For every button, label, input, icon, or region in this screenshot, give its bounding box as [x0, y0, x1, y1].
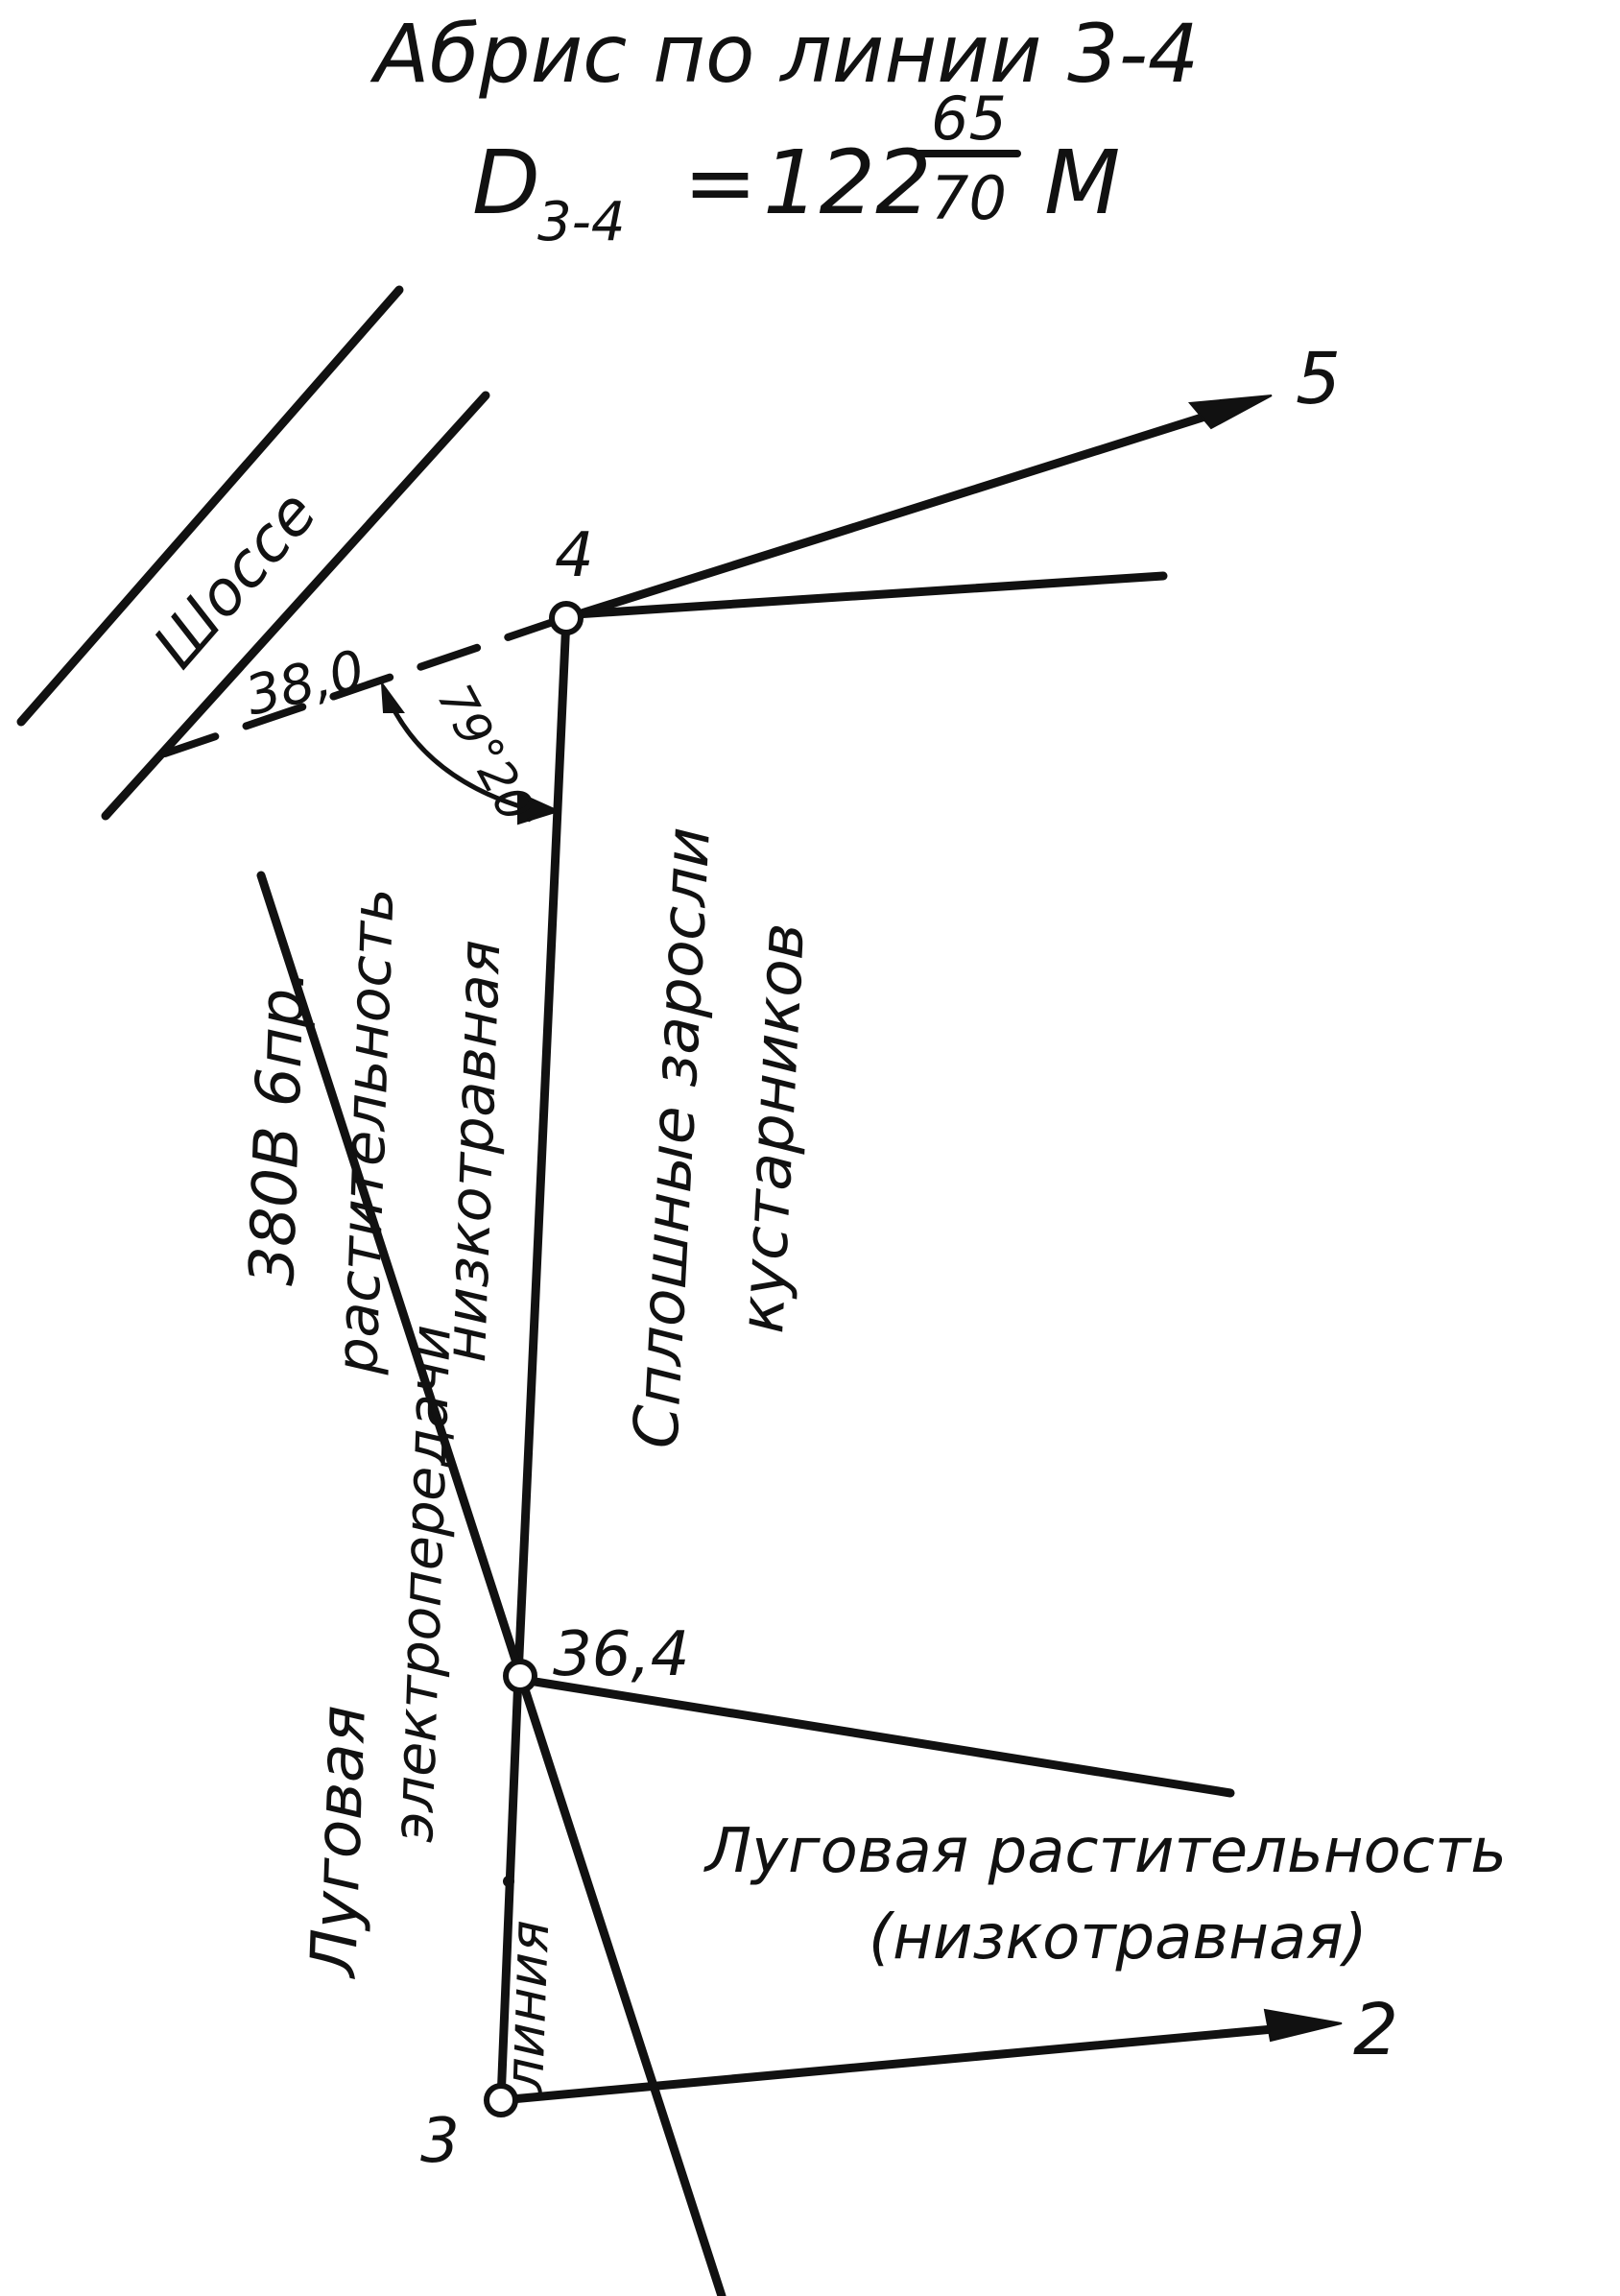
direction-5-label: 5: [1296, 338, 1341, 420]
line-4-5: [561, 398, 1252, 623]
angle-label: 79°20': [426, 675, 550, 842]
meadow-right-label-2: (низкотравная): [869, 1902, 1368, 1973]
angle-arc-arrow-end: [517, 791, 561, 825]
direction-2-label: 2: [1353, 1989, 1398, 2071]
meadow-left-label-3: низкотравная: [432, 939, 513, 1364]
line-3-4-upper: [513, 613, 571, 1681]
distance-fraction-top: 65: [931, 84, 1007, 154]
line-3-4-lower: [496, 1671, 523, 2105]
highway-edge-upper: [16, 285, 404, 727]
crossing-label: 36,4: [553, 1619, 690, 1690]
line-3-2: [496, 2021, 1320, 2105]
road-offset-dashed-line: [161, 614, 568, 757]
shrubs-label-2: кустарников: [727, 921, 819, 1335]
chain-mark: [503, 1876, 514, 1887]
station-3-marker: [484, 2083, 518, 2117]
power-line: [256, 871, 727, 2296]
boundary-shrubs-south: [518, 1675, 1235, 1798]
arrow-to-2: [1263, 2008, 1343, 2043]
arrow-to-5: [1187, 395, 1273, 430]
sketch-title: Абрис по линии 3-4: [369, 7, 1199, 101]
boundary-shrubs-north: [571, 571, 1168, 619]
station-4-label: 4: [555, 520, 594, 591]
highway-edge-lower: [101, 391, 490, 821]
meadow-left-label-2: растительность: [323, 887, 408, 1376]
meadow-left-label-1: Луговая: [297, 1704, 380, 1979]
distance-formula: D 3-4 = 122 65 70 M: [472, 84, 1120, 253]
distance-unit: M: [1044, 132, 1120, 234]
shrubs-label-1: Сплошные заросли: [621, 825, 725, 1450]
crossing-marker: [503, 1659, 537, 1693]
distance-symbol: D: [472, 132, 540, 234]
powerline-label-name: электропередачи: [380, 1324, 464, 1843]
distance-equals: =: [683, 132, 757, 234]
powerline-label-line: линия: [493, 1919, 561, 2093]
station-3-label: 3: [420, 2106, 460, 2177]
meadow-right-label-1: Луговая растительность: [703, 1816, 1507, 1887]
distance-subscript: 3-4: [537, 191, 625, 253]
angle-arc-arrow-start: [380, 680, 405, 713]
station-4-marker: [549, 601, 584, 635]
distance-whole: 122: [763, 132, 932, 234]
powerline-label-voltage: 380В 6пр.: [237, 968, 319, 1286]
distance-fraction-bottom: 70: [931, 163, 1007, 233]
